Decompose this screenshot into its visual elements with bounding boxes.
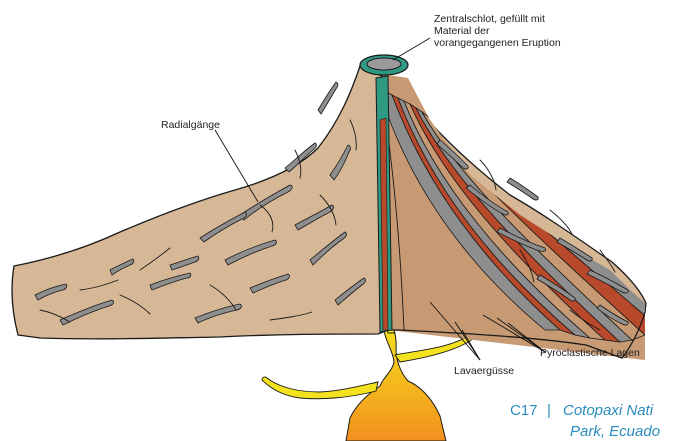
pyroclastic-layers-label: Pyroclastische Lagen [540,347,640,359]
caption-line2: Park, Ecuado [570,423,660,440]
caption-code: C17 [510,402,538,419]
cross-section [370,60,660,370]
caption-separator: | [547,402,551,419]
conduit-label-line2: Material der [434,25,490,37]
conduit-label-line1: Zentralschlot, gefüllt mit [434,13,545,25]
radial-dikes-label: Radialgänge [161,119,220,131]
caption-line1: Cotopaxi Nati [563,402,654,419]
lava-flows-label: Lavaergüsse [454,365,514,377]
conduit-label-line3: vorangegangenen Eruption [434,37,561,49]
